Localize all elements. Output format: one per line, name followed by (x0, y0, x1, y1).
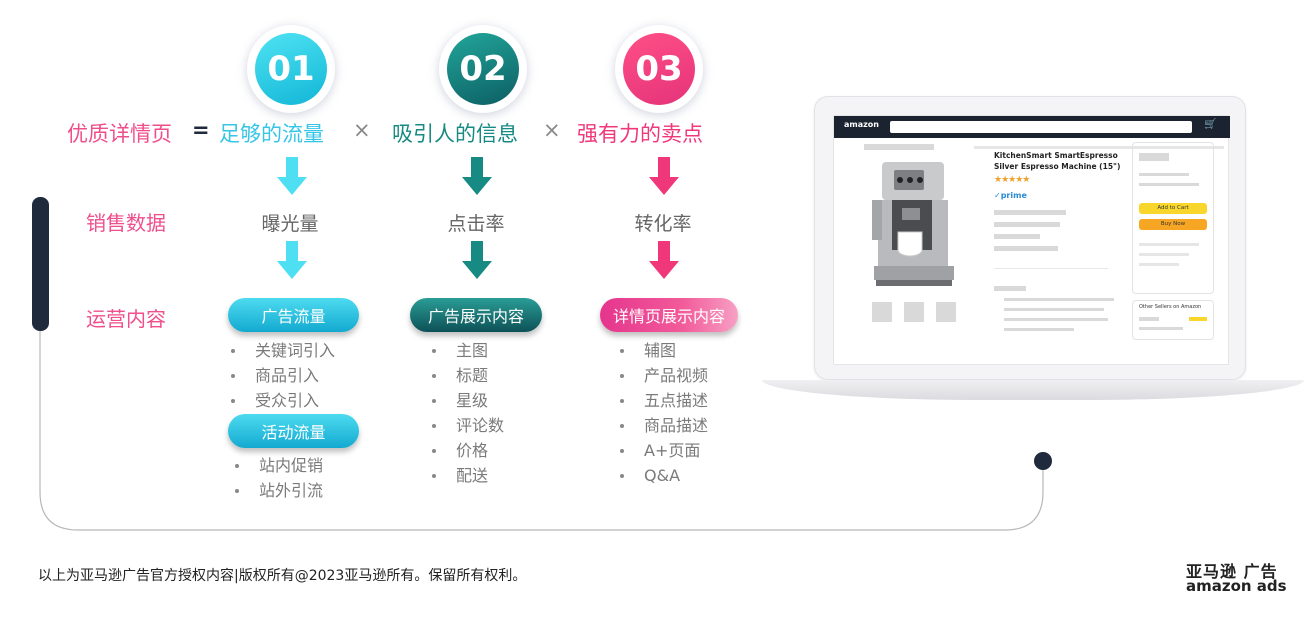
copyright-text: 以上为亚马逊广告官方授权内容|版权所有@2023亚马逊所有。保留所有权利。 (38, 568, 527, 584)
detail-page-list: 辅图 产品视频 五点描述 商品描述 A+页面 Q&A (616, 338, 708, 488)
buy-box: Add to Cart Buy Now (1132, 142, 1214, 294)
laptop-base (762, 380, 1304, 400)
amazon-header-bar: amazon 🛒 (834, 116, 1230, 138)
laptop-mockup: amazon 🛒 KitchenSmar (762, 96, 1304, 406)
list-item: 商品描述 (616, 413, 708, 438)
product-title: KitchenSmart SmartEspresso Silver Espres… (994, 151, 1121, 171)
pill-ad-traffic: 广告流量 (228, 298, 359, 332)
placeholder-bar (1139, 173, 1189, 176)
add-to-cart-button: Add to Cart (1139, 203, 1207, 214)
espresso-machine-image (872, 162, 954, 286)
placeholder-bar (1139, 327, 1183, 330)
arrow-down-icon (649, 157, 679, 195)
list-item: 五点描述 (616, 388, 708, 413)
list-item: 标题 (428, 363, 504, 388)
step-number: 02 (447, 33, 519, 105)
placeholder-bar (1004, 308, 1104, 311)
pill-ad-display-content: 广告展示内容 (410, 298, 542, 332)
formula-term-info: 吸引人的信息 (392, 122, 518, 146)
placeholder-bar (1139, 183, 1199, 186)
metric-ctr: 点击率 (447, 213, 505, 235)
step-number: 03 (623, 33, 695, 105)
divider (994, 268, 1108, 269)
placeholder-bar (1004, 318, 1108, 321)
placeholder-bar (1004, 298, 1114, 301)
list-item: Q&A (616, 463, 708, 488)
price-placeholder (1139, 153, 1169, 161)
row-label-ops: 运营内容 (86, 307, 166, 331)
pill-detail-page-content: 详情页展示内容 (600, 298, 738, 332)
search-input (890, 121, 1192, 133)
list-item: A+页面 (616, 438, 708, 463)
formula-times: × (353, 118, 371, 142)
formula-term-traffic: 足够的流量 (219, 122, 324, 146)
ad-display-list: 主图 标题 星级 评论数 价格 配送 (428, 338, 504, 488)
other-sellers-title: Other Sellers on Amazon (1139, 304, 1202, 310)
thumbnail-image (872, 302, 892, 322)
arrow-down-icon (277, 157, 307, 195)
list-item: 评论数 (428, 413, 504, 438)
placeholder-bar (994, 246, 1058, 251)
placeholder-bar (994, 222, 1060, 227)
placeholder-bar (1004, 328, 1074, 331)
step-circle-03: 03 (615, 25, 703, 113)
pill-event-traffic: 活动流量 (228, 414, 359, 448)
brand-logo-cn: 亚马逊 广告 (1186, 562, 1278, 581)
placeholder-bar (1139, 243, 1199, 246)
amazon-logo: amazon (844, 120, 879, 129)
formula-times: × (543, 118, 561, 142)
thumbnail-image (904, 302, 924, 322)
list-item: 价格 (428, 438, 504, 463)
arrow-down-icon (462, 241, 492, 279)
row-label-sales: 销售数据 (86, 211, 166, 235)
prime-badge: ✓prime (994, 191, 1027, 200)
formula-equals: = (192, 118, 210, 142)
step-circle-02: 02 (439, 25, 527, 113)
list-item: 产品视频 (616, 363, 708, 388)
other-sellers-box: Other Sellers on Amazon (1132, 300, 1214, 340)
list-item: 商品引入 (227, 363, 335, 388)
arrow-down-icon (649, 241, 679, 279)
placeholder-bar (994, 286, 1026, 291)
list-item: 星级 (428, 388, 504, 413)
brand-logo-en: amazon ads (1186, 577, 1287, 595)
event-traffic-list: 站内促销 站外引流 (231, 453, 323, 503)
bracket-dot (1034, 452, 1052, 470)
placeholder-bar (1139, 253, 1189, 256)
list-item: 配送 (428, 463, 504, 488)
list-item: 关键词引入 (227, 338, 335, 363)
step-number: 01 (255, 33, 327, 105)
placeholder-bar (974, 146, 1224, 149)
placeholder-bar (994, 234, 1040, 239)
formula-lhs: 优质详情页 (67, 122, 172, 146)
buy-now-button: Buy Now (1139, 219, 1207, 230)
placeholder-bar (994, 210, 1066, 215)
placeholder-bar (864, 144, 934, 150)
thumbnail-image (936, 302, 956, 322)
laptop-screen-bezel: amazon 🛒 KitchenSmar (814, 96, 1246, 380)
ad-traffic-list: 关键词引入 商品引入 受众引入 (227, 338, 335, 413)
list-item: 受众引入 (227, 388, 335, 413)
arrow-down-icon (277, 241, 307, 279)
list-item: 站外引流 (231, 478, 323, 503)
formula-term-selling-point: 强有力的卖点 (577, 122, 703, 146)
metric-impressions: 曝光量 (261, 213, 319, 235)
cart-icon: 🛒 (1204, 119, 1217, 130)
bracket-handle (32, 197, 49, 331)
product-page-mockup: amazon 🛒 KitchenSmar (833, 115, 1230, 365)
seller-button (1189, 317, 1207, 321)
metric-cvr: 转化率 (634, 213, 692, 235)
placeholder-bar (1139, 317, 1159, 321)
list-item: 辅图 (616, 338, 708, 363)
step-circle-01: 01 (247, 25, 335, 113)
arrow-down-icon (462, 157, 492, 195)
rating-stars: ★★★★★ (994, 175, 1030, 185)
list-item: 站内促销 (231, 453, 323, 478)
list-item: 主图 (428, 338, 504, 363)
placeholder-bar (1139, 263, 1179, 266)
